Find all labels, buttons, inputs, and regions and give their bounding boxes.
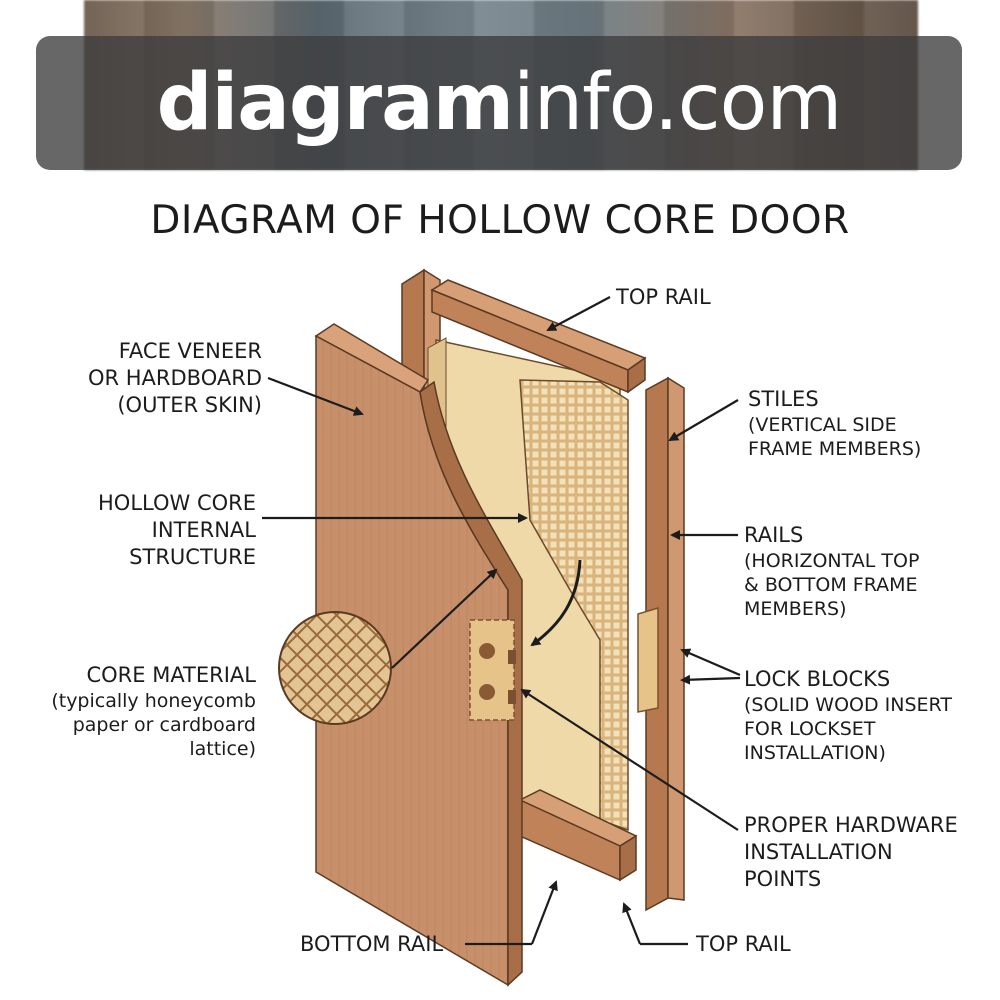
leader-lines [262, 296, 741, 946]
top-rail [430, 279, 647, 394]
label-hollow-core: HOLLOW CORE INTERNAL STRUCTURE [98, 491, 256, 569]
label-hardware-points: PROPER HARDWARE INSTALLATION POINTS [744, 813, 958, 891]
core-material-magnifier [278, 611, 392, 725]
label-bottom-rail: BOTTOM RAIL [300, 932, 444, 956]
lock-block [469, 619, 516, 721]
core-curve-arrow [530, 559, 582, 647]
label-stiles: STILES (VERTICAL SIDE FRAME MEMBERS) [748, 387, 922, 460]
label-rails: RAILS (HORIZONTAL TOP & BOTTOM FRAME MEM… [744, 523, 920, 620]
label-top-rail-upper: TOP RAIL [616, 285, 711, 309]
label-lock-blocks: LOCK BLOCKS (SOLID WOOD INSERT FOR LOCKS… [744, 667, 952, 764]
diagram-title: DIAGRAM OF HOLLOW CORE DOOR [150, 198, 850, 243]
right-stile [637, 376, 685, 912]
watermark-banner: diagraminfo.com [36, 36, 962, 170]
label-face-veneer: FACE VENEER OR HARDBOARD (OUTER SKIN) [87, 339, 262, 417]
label-core-material: CORE MATERIAL (typically honeycomb paper… [51, 663, 256, 760]
label-top-rail-lower: TOP RAIL [696, 932, 791, 956]
watermark-text: diagraminfo.com [156, 58, 843, 148]
bottom-rail [518, 789, 638, 882]
face-veneer [314, 323, 523, 987]
